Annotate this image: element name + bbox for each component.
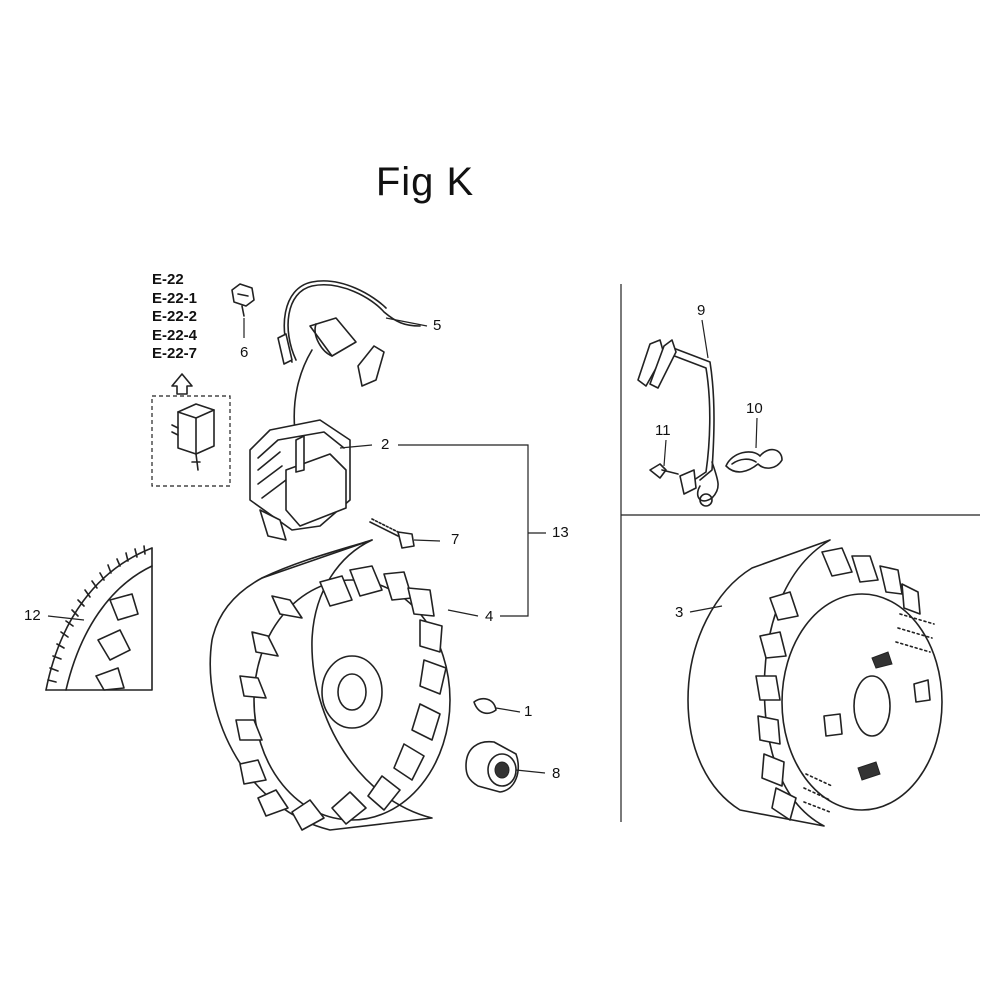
reference-code: E-22-7 xyxy=(152,345,198,362)
flange-nut-part xyxy=(465,740,520,793)
leader-line xyxy=(413,539,441,542)
reference-code: E-22 xyxy=(152,271,184,288)
leader-line xyxy=(495,707,521,713)
ignition-module-icon xyxy=(171,403,215,471)
spark-plug-cap-part xyxy=(277,280,421,441)
callout-9: 9 xyxy=(697,302,706,319)
callout-3: 3 xyxy=(675,604,684,621)
leader-line xyxy=(689,605,723,613)
reference-box xyxy=(151,395,231,487)
reference-code: E-22-2 xyxy=(152,308,198,325)
leader-line xyxy=(701,319,709,359)
leader-line xyxy=(447,609,479,617)
callout-8: 8 xyxy=(552,765,561,782)
assembly-bracket xyxy=(398,444,529,617)
ignition-coil-part xyxy=(249,419,351,541)
wire-harness-part xyxy=(637,339,719,507)
callout-6: 6 xyxy=(240,344,249,361)
callout-10: 10 xyxy=(746,400,763,417)
leader-line xyxy=(339,444,373,449)
reference-code-list: E-22 E-22-1 E-22-2 E-22-4 E-22-7 xyxy=(152,271,197,364)
woodruff-key-part xyxy=(473,697,497,715)
ring-gear-part xyxy=(45,545,153,691)
callout-1: 1 xyxy=(524,703,533,720)
callout-13: 13 xyxy=(552,524,569,541)
callout-7: 7 xyxy=(451,531,460,548)
leader-line xyxy=(663,439,667,467)
leader-line xyxy=(755,417,758,449)
up-arrow-icon xyxy=(171,373,193,395)
bolt-part xyxy=(369,518,415,549)
leader-line xyxy=(47,615,85,621)
screw-part xyxy=(649,463,679,479)
flywheel-part xyxy=(209,539,451,831)
callout-11: 11 xyxy=(655,422,671,439)
callout-2: 2 xyxy=(381,436,390,453)
figure-title: Fig K xyxy=(375,160,475,204)
callout-12: 12 xyxy=(24,607,41,624)
clip-part xyxy=(231,283,255,317)
callout-4: 4 xyxy=(485,608,494,625)
flywheel-assembly-part xyxy=(687,539,943,827)
callout-5: 5 xyxy=(433,317,442,334)
reference-code: E-22-4 xyxy=(152,326,198,344)
wire-clamp-part xyxy=(725,448,783,473)
reference-code: E-22-1 xyxy=(152,289,198,307)
leader-line xyxy=(515,769,546,774)
leader-line xyxy=(385,317,428,327)
